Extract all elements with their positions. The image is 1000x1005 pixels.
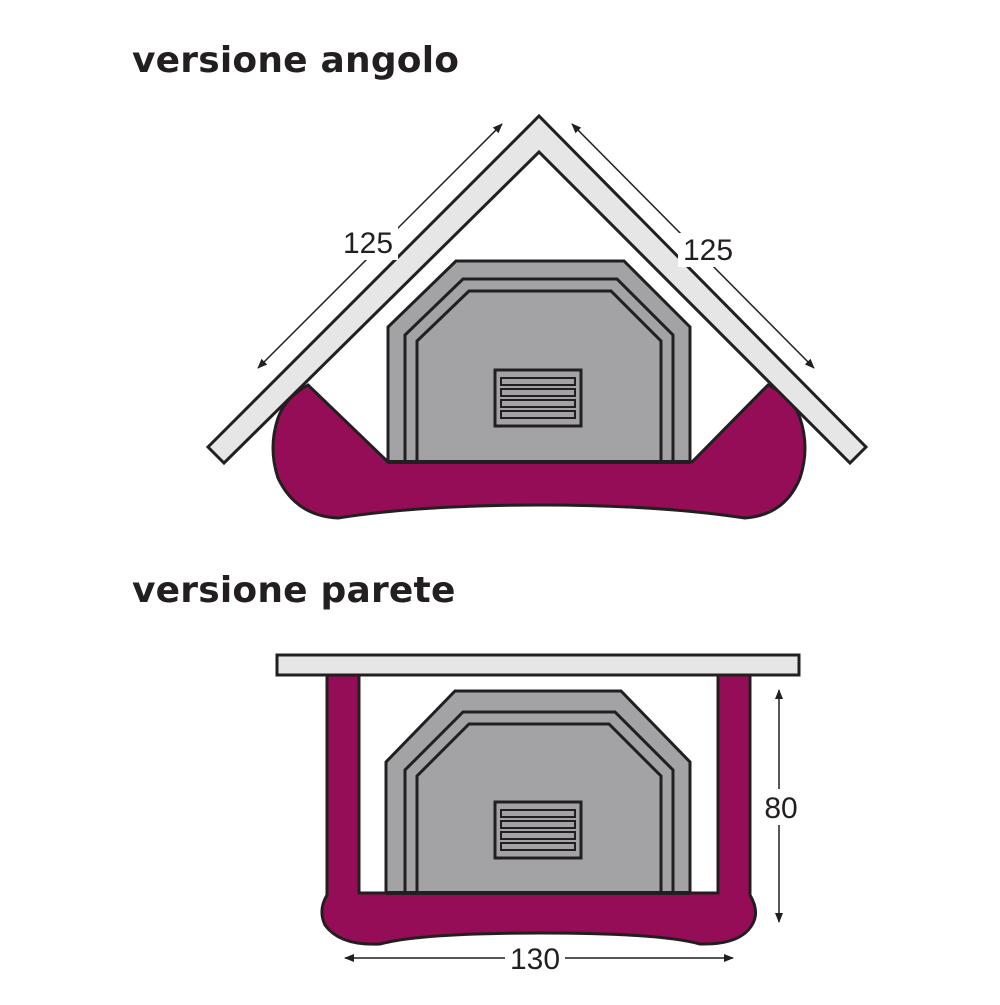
corner-version-diagram: 125 125 (205, 113, 869, 520)
wall-cushion (320, 673, 757, 946)
dimension-label-left: 125 (343, 227, 393, 260)
dimension-label-width: 130 (510, 943, 560, 976)
wall-version-diagram: 80 130 (275, 653, 802, 976)
dimension-label-height: 80 (764, 792, 797, 825)
vent-grille-icon (493, 800, 583, 860)
wall-version-title: versione parete (132, 570, 456, 611)
vent-grille-icon (493, 368, 583, 428)
dimension-label-right: 125 (683, 234, 733, 267)
corner-cushion (271, 383, 807, 520)
wall-board (275, 653, 801, 677)
corner-version-title: versione angolo (132, 40, 460, 81)
wall-kennel-body (384, 689, 692, 895)
corner-walls (205, 113, 869, 466)
corner-kennel-body (386, 259, 692, 464)
